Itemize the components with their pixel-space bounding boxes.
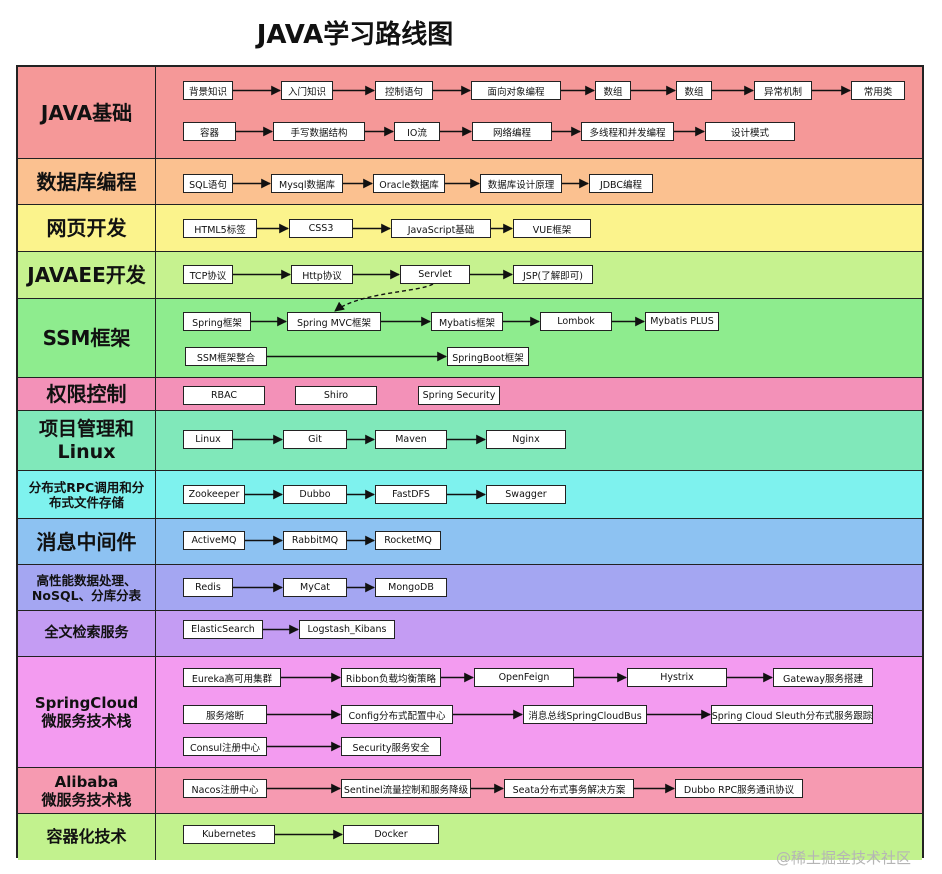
topic-node: Config分布式配置中心 [341,705,453,724]
row-label: 权限控制 [18,378,156,410]
topic-node: Shiro [295,386,377,405]
topic-node: SQL语句 [183,174,233,193]
row-label: 数据库编程 [18,159,156,204]
topic-node: 网络编程 [472,122,552,141]
topic-node: Servlet [400,265,470,284]
topic-node: RabbitMQ [283,531,347,550]
topic-node: Gateway服务搭建 [773,668,873,687]
row-container: 容器化技术 [18,814,922,860]
topic-node: Logstash_Kibans [299,620,395,639]
topic-node: OpenFeign [474,668,574,687]
row-label: 消息中间件 [18,519,156,564]
topic-node: Ribbon负载均衡策略 [341,668,441,687]
topic-node: Mysql数据库 [271,174,343,193]
topic-node: 常用类 [851,81,905,100]
row-javaee: JAVAEE开发 [18,252,922,299]
row-label: 网页开发 [18,205,156,251]
topic-node: Sentinel流量控制和服务降级 [341,779,471,798]
topic-node: Security服务安全 [341,737,441,756]
topic-node: 数据库设计原理 [480,174,562,193]
topic-node: Docker [343,825,439,844]
topic-node: ActiveMQ [183,531,245,550]
topic-node: Git [283,430,347,449]
topic-node: JSP(了解即可) [513,265,593,284]
topic-node: TCP协议 [183,265,233,284]
topic-node: Spring Cloud Sleuth分布式服务跟踪 [711,705,873,724]
topic-node: Lombok [540,312,612,331]
topic-node: Eureka高可用集群 [183,668,281,687]
topic-node: 手写数据结构 [273,122,365,141]
row-label: JAVAEE开发 [18,252,156,298]
topic-node: Mybatis PLUS [645,312,719,331]
row-project-linux: 项目管理和 Linux [18,411,922,471]
row-nosql: 高性能数据处理、 NoSQL、分库分表 [18,565,922,611]
topic-node: Dubbo RPC服务通讯协议 [675,779,803,798]
topic-node: Spring MVC框架 [287,312,381,331]
topic-node: IO流 [394,122,440,141]
topic-node: CSS3 [289,219,353,238]
topic-node: SpringBoot框架 [447,347,529,366]
topic-node: Mybatis框架 [431,312,503,331]
topic-node: Zookeeper [183,485,245,504]
row-label: JAVA基础 [18,67,156,158]
row-label: 分布式RPC调用和分 布式文件存储 [18,471,156,518]
topic-node: 容器 [183,122,236,141]
topic-node: 消息总线SpringCloudBus [523,705,647,724]
topic-node: SSM框架整合 [185,347,267,366]
topic-node: FastDFS [375,485,447,504]
topic-node: Consul注册中心 [183,737,267,756]
topic-node: HTML5标签 [183,219,257,238]
page-title: JAVA学习路线图 [256,20,454,50]
topic-node: RBAC [183,386,265,405]
topic-node: Linux [183,430,233,449]
topic-node: 数组 [595,81,631,100]
row-ssm: SSM框架 [18,299,922,378]
row-label: SSM框架 [18,299,156,377]
watermark: @稀土掘金技术社区 [776,849,912,867]
topic-node: Seata分布式事务解决方案 [504,779,634,798]
topic-node: Dubbo [283,485,347,504]
topic-node: Spring框架 [183,312,251,331]
row-web: 网页开发 [18,205,922,252]
topic-node: Nacos注册中心 [183,779,267,798]
topic-node: Oracle数据库 [373,174,445,193]
topic-node: 设计模式 [705,122,795,141]
topic-node: 入门知识 [281,81,333,100]
row-mq: 消息中间件 [18,519,922,565]
row-database: 数据库编程 [18,159,922,205]
topic-node: MongoDB [375,578,447,597]
topic-node: JavaScript基础 [391,219,491,238]
topic-node: JDBC编程 [589,174,653,193]
topic-node: Maven [375,430,447,449]
topic-node: 异常机制 [754,81,812,100]
topic-node: Hystrix [627,668,727,687]
topic-node: Kubernetes [183,825,275,844]
row-distributed: 分布式RPC调用和分 布式文件存储 [18,471,922,519]
topic-node: RocketMQ [375,531,441,550]
row-search: 全文检索服务 [18,611,922,657]
topic-node: Redis [183,578,233,597]
topic-node: Spring Security [418,386,500,405]
row-label: Alibaba 微服务技术栈 [18,768,156,813]
topic-node: 数组 [676,81,712,100]
topic-node: VUE框架 [513,219,591,238]
topic-node: ElasticSearch [183,620,263,639]
topic-node: Http协议 [291,265,353,284]
topic-node: MyCat [283,578,347,597]
row-label: 项目管理和 Linux [18,411,156,470]
topic-node: Swagger [486,485,566,504]
topic-node: 背景知识 [183,81,233,100]
topic-node: 控制语句 [375,81,433,100]
topic-node: 面向对象编程 [471,81,561,100]
row-label: 高性能数据处理、 NoSQL、分库分表 [18,565,156,610]
row-label: 全文检索服务 [18,611,156,656]
topic-node: Nginx [486,430,566,449]
row-label: SpringCloud 微服务技术栈 [18,657,156,767]
topic-node: 多线程和并发编程 [581,122,674,141]
roadmap-board: JAVA基础 数据库编程 网页开发 JAVAEE开发 SSM框架 权限控制 项目… [16,65,924,860]
row-label: 容器化技术 [18,814,156,860]
topic-node: 服务熔断 [183,705,267,724]
